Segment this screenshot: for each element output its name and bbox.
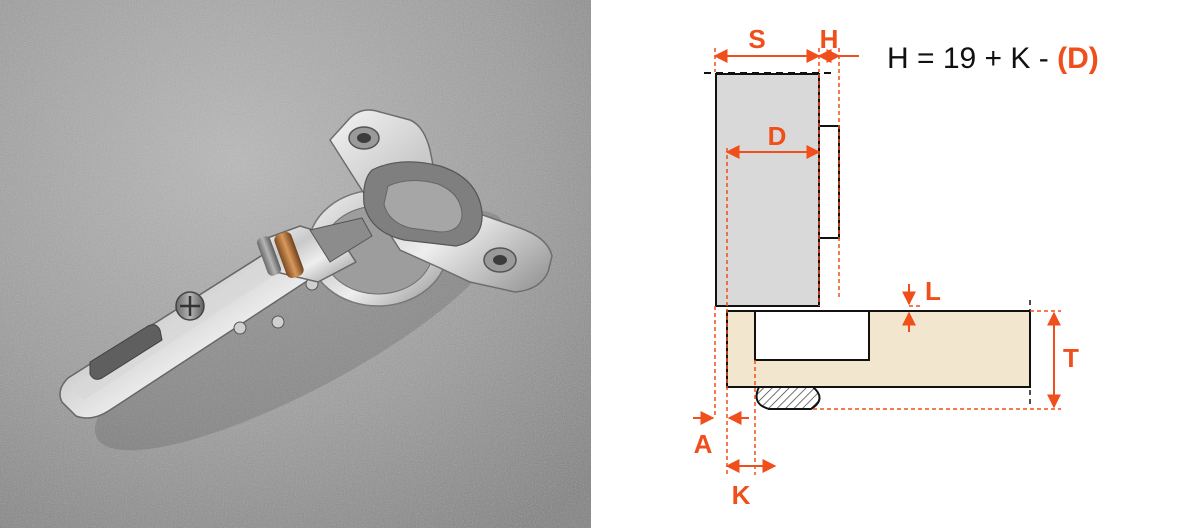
label-l: L xyxy=(925,276,941,306)
hinge-dimension-diagram: S H D L T A K H = 19 + K - (D) xyxy=(693,24,1099,510)
label-d: D xyxy=(768,121,787,151)
hinge-section-hatch xyxy=(755,386,821,410)
label-h: H xyxy=(820,24,839,54)
formula-highlight: (D) xyxy=(1057,42,1099,75)
label-a: A xyxy=(694,429,713,459)
label-s: S xyxy=(748,24,765,54)
label-k: K xyxy=(732,480,751,510)
label-t: T xyxy=(1063,343,1079,373)
formula: H = 19 + K - (D) xyxy=(887,42,1099,75)
mounting-plate xyxy=(818,125,840,239)
hinge-photo xyxy=(0,0,591,528)
cabinet-wall xyxy=(715,73,820,307)
cup-recess xyxy=(754,310,870,361)
formula-prefix: H = 19 + K - xyxy=(887,42,1057,75)
